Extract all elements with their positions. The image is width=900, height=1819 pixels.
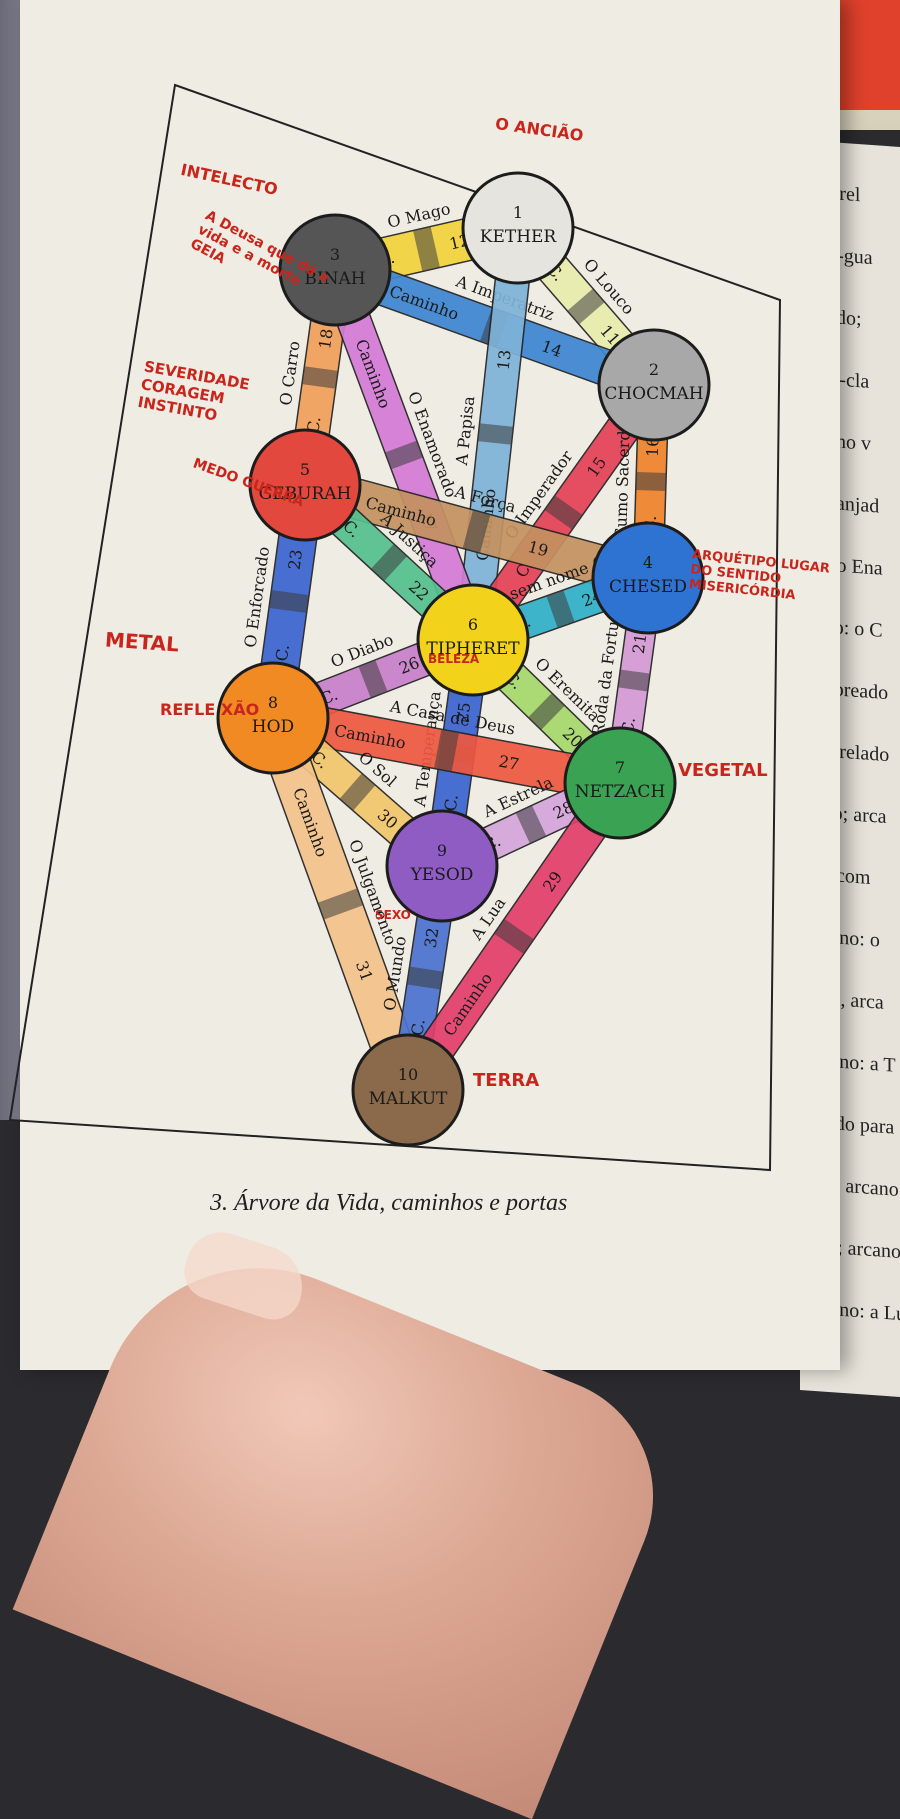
path-arcana-label: O Sumo Sacerdote	[611, 404, 635, 556]
sephira-name: NETZACH	[575, 782, 666, 802]
sephira-number: 2	[649, 360, 659, 379]
path-number-label: 27	[497, 751, 521, 773]
sephira-circle	[278, 213, 392, 327]
sephira-number: 6	[468, 615, 478, 634]
path-number-label: 32	[421, 926, 443, 949]
path-gate-mark	[567, 288, 605, 325]
sephira-name: HOD	[252, 717, 294, 737]
sephira-name: CHESED	[609, 577, 687, 597]
sephira-number: 7	[615, 758, 625, 777]
path-gate-mark	[339, 773, 376, 811]
path-code-label: C.	[272, 643, 293, 662]
path-gate-mark	[268, 589, 310, 614]
sephira-name: BINAH	[304, 269, 365, 289]
sephira-name: CHOCMAH	[604, 384, 703, 404]
sephira-circle	[248, 428, 362, 542]
sephira-name: GEBURAH	[259, 484, 352, 504]
path-gate-mark	[528, 693, 565, 730]
path-gate-mark	[546, 589, 575, 629]
path-gate-mark	[384, 440, 424, 470]
sephira-number: 9	[437, 841, 447, 860]
sephira-circle	[563, 726, 677, 840]
path-gate-mark	[635, 472, 667, 491]
sephira-number: 10	[398, 1065, 418, 1084]
handwritten-note-metal: METAL	[104, 627, 180, 657]
path-code-label: C.	[407, 1018, 428, 1037]
path-number-label: 21	[629, 632, 651, 655]
sephira-circle	[385, 809, 499, 923]
path-gate-mark	[433, 729, 460, 772]
path-gate-mark	[358, 659, 388, 699]
handwritten-note-sexo: SEXO	[375, 908, 411, 922]
path-gate-mark	[494, 918, 534, 955]
path-gate-mark	[413, 226, 440, 272]
sephira-name: TIPHERET	[426, 639, 520, 659]
path-arcana-label: A Papisa	[452, 395, 479, 467]
sephira-name: KETHER	[480, 227, 558, 247]
path-gate-mark	[617, 669, 651, 692]
path-number-label: 25	[453, 701, 475, 724]
path-number-label: 19	[526, 537, 551, 561]
sephira-circle	[216, 661, 330, 775]
path-gate-mark	[462, 509, 491, 554]
path-gate-mark	[477, 423, 514, 445]
sephira-name: MALKUT	[369, 1089, 448, 1109]
sephira-circle	[461, 171, 575, 285]
sephira-circle	[597, 328, 711, 442]
path-number-label: 18	[315, 327, 337, 350]
handwritten-note-beleza: BELEZA	[428, 652, 480, 666]
path-number-label: 23	[284, 548, 306, 571]
path-gate-mark	[370, 543, 408, 582]
path-gate-mark	[544, 495, 583, 530]
sephira-number: 4	[643, 553, 653, 572]
sephiroth-layer: 1KETHER2CHOCMAH3BINAH4CHESED5GEBURAH6TIP…	[216, 171, 711, 1147]
handwritten-note-terra: TERRA	[473, 1070, 540, 1091]
path-gate-mark	[406, 966, 444, 990]
path-gate-mark	[515, 805, 547, 844]
path-number-label: 13	[494, 349, 515, 371]
sephira-circle	[416, 583, 530, 697]
sephira-number: 3	[330, 245, 340, 264]
figure-caption: 3. Árvore da Vida, caminhos e portas	[210, 1190, 568, 1216]
sephira-circle	[351, 1033, 465, 1147]
path-number-label: 16	[643, 436, 663, 457]
path-gate-mark	[301, 366, 339, 389]
handwritten-note-vegetal: VEGETAL	[678, 760, 768, 781]
sephira-number: 5	[300, 460, 310, 479]
sephira-number: 8	[268, 693, 278, 712]
path-gate-mark	[317, 888, 364, 920]
figure-frame	[8, 83, 782, 1172]
handwritten-note-reflexao: REFLE XÃO	[160, 700, 260, 719]
sephira-name: YESOD	[410, 865, 474, 885]
sephira-number: 1	[513, 203, 523, 222]
sephira-circle	[591, 521, 705, 635]
path-code-label: C.	[441, 793, 462, 812]
